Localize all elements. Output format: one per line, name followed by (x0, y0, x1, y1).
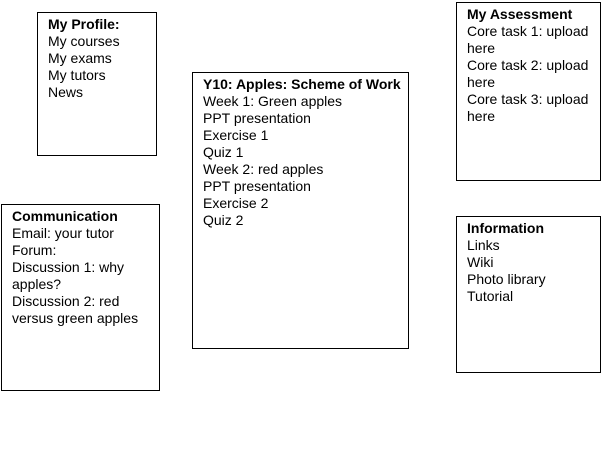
week-1-link[interactable]: Week 1: Green apples (203, 93, 343, 109)
photo-library-link[interactable]: Photo library (467, 271, 546, 287)
information-panel: Information Links Wiki Photo library Tut… (456, 216, 601, 373)
information-title: Information (467, 220, 544, 236)
my-assessment-panel: My Assessment Core task 1: upload here C… (456, 2, 601, 181)
week-2-ppt-presentation-link[interactable]: PPT presentation (203, 178, 311, 194)
my-assessment-title: My Assessment (467, 6, 573, 22)
exercise-1-link[interactable]: Exercise 1 (203, 127, 269, 143)
scheme-of-work-panel: Y10: Apples: Scheme of Work Week 1: Gree… (192, 72, 409, 349)
quiz-2-link[interactable]: Quiz 2 (203, 212, 244, 228)
week-2-link[interactable]: Week 2: red apples (203, 161, 324, 177)
news-link[interactable]: News (48, 84, 84, 100)
exercise-2-link[interactable]: Exercise 2 (203, 195, 269, 211)
communication-panel: Communication Email: your tutor Forum: D… (1, 204, 160, 391)
scheme-of-work-title: Y10: Apples: Scheme of Work (203, 76, 401, 92)
core-task-1-upload-link[interactable]: Core task 1: upload here (467, 23, 589, 56)
core-task-2-upload-link[interactable]: Core task 2: upload here (467, 57, 589, 90)
my-tutors-link[interactable]: My tutors (48, 67, 106, 83)
discussion-2-link[interactable]: Discussion 2: red versus green apples (12, 293, 139, 326)
tutorial-link[interactable]: Tutorial (467, 288, 514, 304)
my-profile-title: My Profile: (48, 16, 120, 32)
communication-title: Communication (12, 208, 118, 224)
email-tutor-link[interactable]: Email: your tutor (12, 225, 114, 241)
links-link[interactable]: Links (467, 237, 500, 253)
week-1-ppt-presentation-link[interactable]: PPT presentation (203, 110, 311, 126)
discussion-1-link[interactable]: Discussion 1: why apples? (12, 259, 125, 292)
my-courses-link[interactable]: My courses (48, 33, 120, 49)
my-profile-panel: My Profile: My courses My exams My tutor… (37, 12, 157, 156)
my-exams-link[interactable]: My exams (48, 50, 112, 66)
forum-link[interactable]: Forum: (12, 242, 57, 258)
quiz-1-link[interactable]: Quiz 1 (203, 144, 244, 160)
core-task-3-upload-link[interactable]: Core task 3: upload here (467, 91, 589, 124)
wiki-link[interactable]: Wiki (467, 254, 494, 270)
